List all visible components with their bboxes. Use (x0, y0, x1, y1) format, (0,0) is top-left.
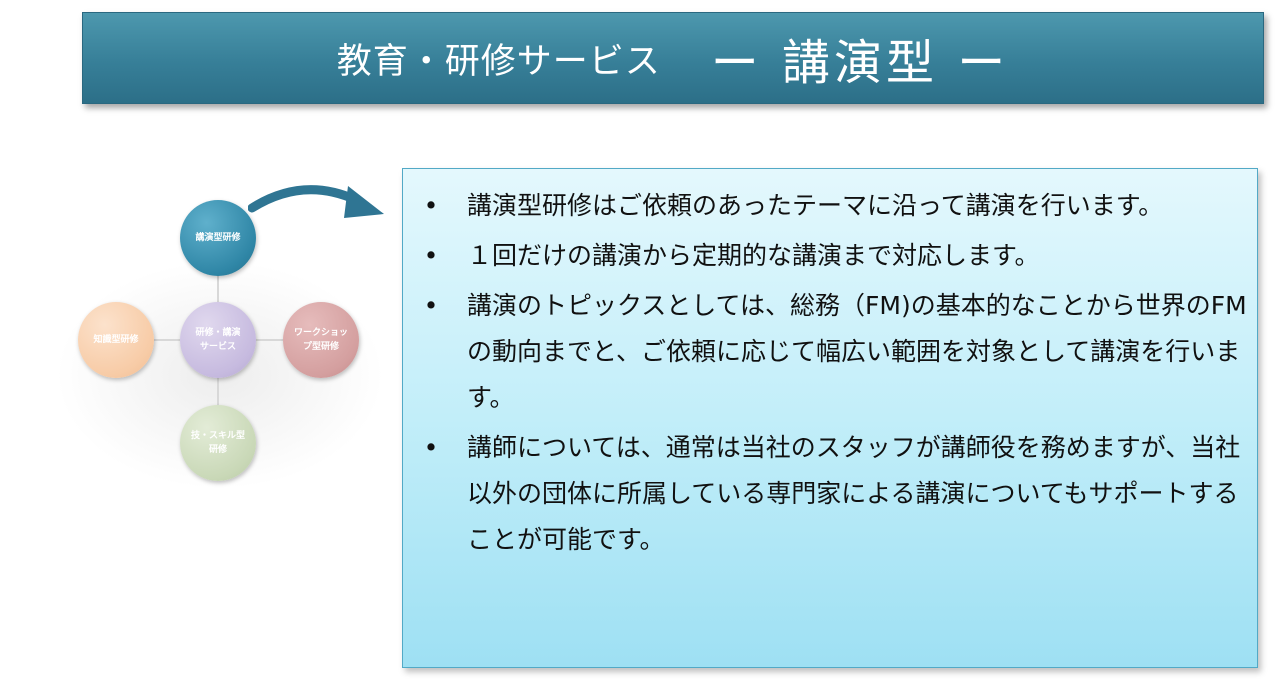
node-lecture-training: 講演型研修 (180, 200, 256, 276)
node-center-label: 研修・講演 サービス (195, 328, 241, 352)
node-knowledge-training: 知識型研修 (78, 302, 154, 378)
bullet-dot: • (423, 241, 439, 270)
connector-left (154, 339, 180, 341)
connector-top (217, 276, 219, 302)
description-box: • 講演型研修はご依頼のあったテーマに沿って講演を行います。 • １回だけの講演… (402, 168, 1258, 668)
bullet-text: 講演型研修はご依頼のあったテーマに沿って講演を行います。 (467, 191, 1164, 220)
page-title: 教育・研修サービス (336, 41, 661, 82)
node-bottom-label: 技・スキル型 研修 (190, 431, 245, 455)
list-item: • 講演のトピックスとしては、総務（FM)の基本的なことから世界のFMの動向まで… (421, 283, 1247, 421)
bullet-list: • 講演型研修はご依頼のあったテーマに沿って講演を行います。 • １回だけの講演… (421, 183, 1247, 563)
page-subtitle: ー 講演型 ー (710, 35, 1010, 91)
node-lecture-label: 講演型研修 (195, 233, 241, 243)
connector-right (256, 339, 283, 341)
bullet-dot: • (423, 433, 439, 462)
node-left-label: 知識型研修 (93, 335, 139, 345)
curved-arrow-icon (248, 185, 384, 218)
node-training-lecture-service: 研修・講演 サービス (180, 302, 256, 378)
node-right-label: ワークショッ プ型研修 (293, 328, 348, 352)
node-workshop-training: ワークショッ プ型研修 (283, 302, 359, 378)
bullet-text: 講演のトピックスとしては、総務（FM)の基本的なことから世界のFMの動向までと、… (467, 291, 1247, 412)
list-item: • 講師については、通常は当社のスタッフが講師役を務めますが、当社以外の団体に所… (421, 425, 1247, 563)
service-diagram: 講演型研修 研修・講演 サービス 知識型研修 ワークショッ プ型研修 技・スキル… (55, 190, 385, 500)
connector-bottom (217, 378, 219, 405)
bullet-text: １回だけの講演から定期的な講演まで対応します。 (467, 241, 1040, 270)
node-skill-training: 技・スキル型 研修 (180, 405, 256, 481)
list-item: • 講演型研修はご依頼のあったテーマに沿って講演を行います。 (421, 183, 1247, 229)
bullet-dot: • (423, 191, 439, 220)
list-item: • １回だけの講演から定期的な講演まで対応します。 (421, 233, 1247, 279)
title-banner: 教育・研修サービス ー 講演型 ー (82, 12, 1264, 104)
bullet-text: 講師については、通常は当社のスタッフが講師役を務めますが、当社以外の団体に所属し… (467, 433, 1241, 554)
bullet-dot: • (423, 291, 439, 320)
